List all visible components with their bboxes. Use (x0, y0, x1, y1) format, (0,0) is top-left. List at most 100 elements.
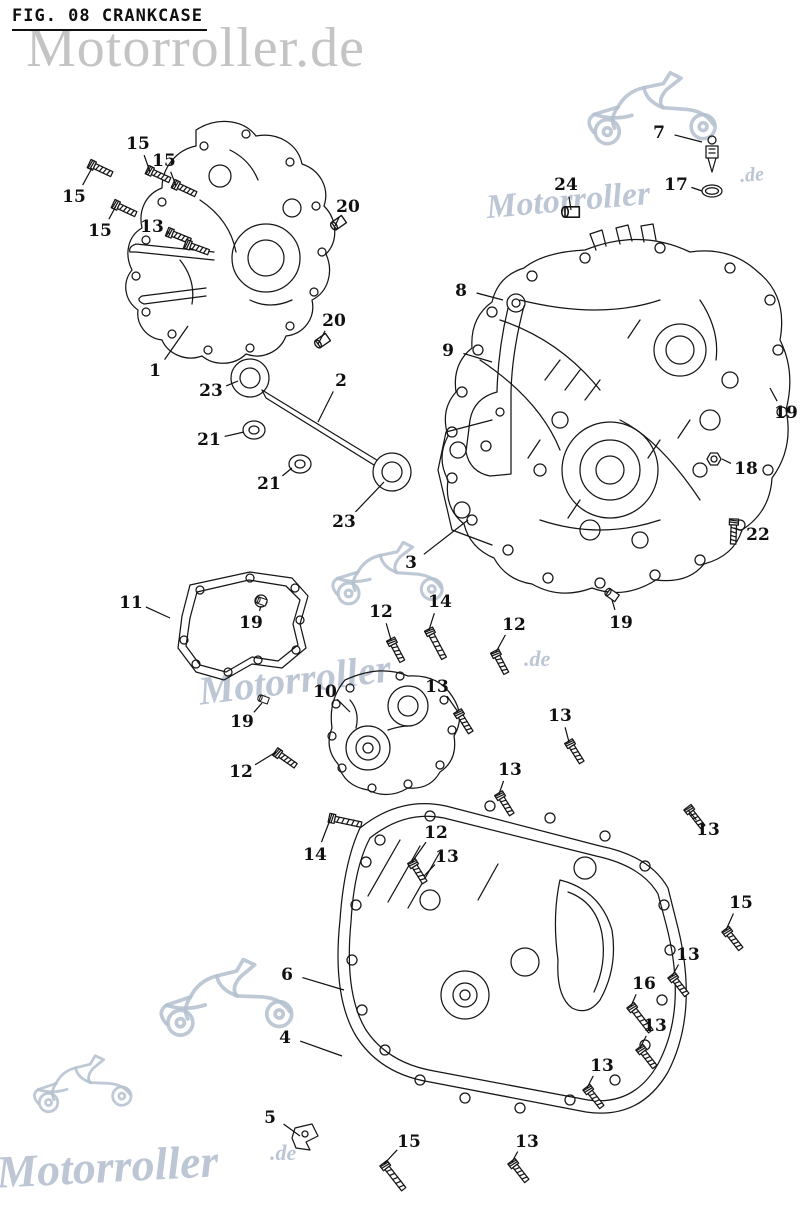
leader-line (170, 171, 177, 187)
part-5-clamp (291, 1123, 319, 1151)
part-label: 10 (313, 682, 337, 702)
part-label: 14 (303, 845, 327, 865)
part-label: 15 (126, 134, 150, 154)
part-label: 8 (455, 281, 467, 301)
leader-line (299, 1040, 343, 1057)
leader-line (639, 1035, 647, 1049)
leader-line (495, 634, 506, 653)
part-label: 23 (199, 381, 223, 401)
watermark-main: Motorroller.de (26, 17, 366, 79)
figure-title: FIG. 08 CRANKCASE (12, 6, 207, 31)
leader-line (143, 154, 151, 173)
leader-line (145, 606, 171, 619)
part-label: 21 (257, 474, 281, 494)
leader-line (687, 809, 697, 821)
part-label: 13 (435, 847, 459, 867)
leader-line (691, 186, 703, 192)
part-label: 22 (746, 525, 770, 545)
part-label: 19 (609, 613, 633, 633)
part-label: 12 (424, 823, 448, 843)
part-2-shaft-and-bearings (230, 358, 412, 492)
part-4-6-side-cover (337, 800, 687, 1114)
part-label: 12 (502, 615, 526, 635)
part-label: 13 (590, 1056, 614, 1076)
leader-line (254, 751, 277, 766)
leader-line (611, 599, 616, 611)
leader-line (725, 913, 734, 931)
leader-line (385, 623, 392, 641)
part-label: 20 (336, 197, 360, 217)
part-label: 19 (239, 613, 263, 633)
leader-line (82, 167, 93, 186)
leader-line (225, 380, 239, 387)
leader-line (317, 391, 334, 423)
part-10-cover (327, 670, 461, 796)
part-label: 15 (397, 1132, 421, 1152)
leader-line (463, 352, 493, 363)
watermark-tld-bottom: .de (270, 1140, 297, 1165)
part-label: 11 (119, 593, 143, 613)
leader-line (282, 467, 293, 477)
leader-line (166, 230, 171, 235)
part-1-housing (125, 120, 336, 364)
leader-line (108, 205, 117, 220)
part-label: 6 (281, 965, 293, 985)
leader-line (674, 134, 703, 143)
part-label: 12 (369, 602, 393, 622)
leader-line (630, 994, 637, 1007)
leader-line (355, 481, 385, 513)
leader-line (423, 519, 469, 555)
part-label: 18 (734, 459, 758, 479)
leader-line (258, 605, 262, 612)
part-label: 4 (279, 1028, 291, 1048)
part-label: 13 (548, 706, 572, 726)
leader-line (498, 780, 505, 795)
watermark-tld-middle: .de (524, 646, 551, 671)
leader-line (564, 727, 570, 743)
leader-line (411, 841, 427, 863)
leader-line (317, 330, 326, 345)
part-label: 17 (664, 175, 688, 195)
leader-line (334, 216, 340, 227)
part-label: 13 (498, 760, 522, 780)
part-3-crankcase-half (437, 223, 791, 594)
leader-line (586, 1075, 594, 1089)
leader-line (428, 612, 435, 631)
part-label: 14 (428, 592, 452, 612)
leader-line (671, 964, 680, 977)
leader-line (302, 976, 345, 991)
part-label: 9 (442, 341, 454, 361)
leader-line (769, 387, 778, 402)
part-label: 16 (632, 974, 656, 994)
leader-line (224, 431, 245, 438)
part-label: 21 (197, 430, 221, 450)
leader-line (511, 1151, 519, 1163)
leader-line (253, 702, 263, 713)
part-label: 13 (643, 1016, 667, 1036)
part-label: 15 (88, 221, 112, 241)
part-label: 19 (230, 712, 254, 732)
leader-line (283, 1123, 301, 1137)
part-label: 13 (140, 217, 164, 237)
leader-line (164, 325, 189, 360)
part-label: 13 (515, 1132, 539, 1152)
leader-line (733, 527, 743, 532)
part-11-gasket (177, 571, 309, 681)
part-label: 5 (264, 1108, 276, 1128)
part-label: 15 (152, 151, 176, 171)
leader-line (383, 1149, 398, 1165)
part-label: 15 (62, 187, 86, 207)
part-label: 15 (729, 893, 753, 913)
leader-line (423, 864, 436, 877)
leader-line (721, 458, 732, 464)
leader-line (568, 196, 572, 211)
part-label: 13 (425, 677, 449, 697)
leader-line (476, 292, 504, 301)
part-label: 19 (774, 403, 798, 423)
part-label: 1 (149, 361, 161, 381)
part-label: 3 (405, 553, 417, 573)
part-label: 13 (676, 945, 700, 965)
